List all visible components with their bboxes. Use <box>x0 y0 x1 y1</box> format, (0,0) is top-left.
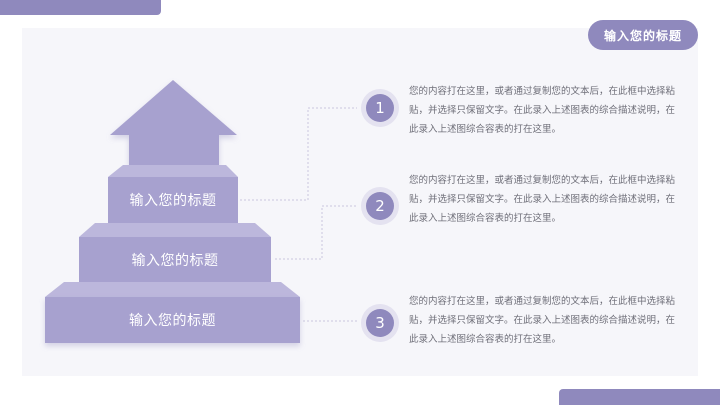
corner-decoration-bottom-right <box>559 389 720 405</box>
step-3-front-face <box>45 297 300 343</box>
arrow-up-shape <box>110 80 237 165</box>
page-title: 输入您的标题 <box>588 20 698 50</box>
step-2-label: 输入您的标题 <box>131 252 219 269</box>
step-1-label: 输入您的标题 <box>129 193 217 209</box>
step-2-front-face <box>79 237 271 282</box>
description-text-1: 您的内容打在这里，或者通过复制您的文本后，在此框中选择粘贴，并选择只保留文字。在… <box>409 86 676 135</box>
number-badge-1: 1 <box>366 94 394 122</box>
corner-decoration-top-left <box>0 0 161 15</box>
connector-2 <box>275 205 357 260</box>
step-2-top-face <box>79 223 271 237</box>
step-3-top-face <box>45 282 300 297</box>
step-3-label: 输入您的标题 <box>129 313 216 329</box>
number-badge-3: 3 <box>366 309 394 337</box>
step-1-top-face <box>108 165 238 177</box>
description-text-3: 您的内容打在这里，或者通过复制您的文本后，在此框中选择粘贴，并选择只保留文字。在… <box>409 296 676 345</box>
number-badge-2: 2 <box>366 192 394 220</box>
connector-1 <box>240 107 357 201</box>
step-1-front-face <box>108 177 238 223</box>
description-text-2: 您的内容打在这里，或者通过复制您的文本后，在此框中选择粘贴，并选择只保留文字。在… <box>409 175 676 224</box>
